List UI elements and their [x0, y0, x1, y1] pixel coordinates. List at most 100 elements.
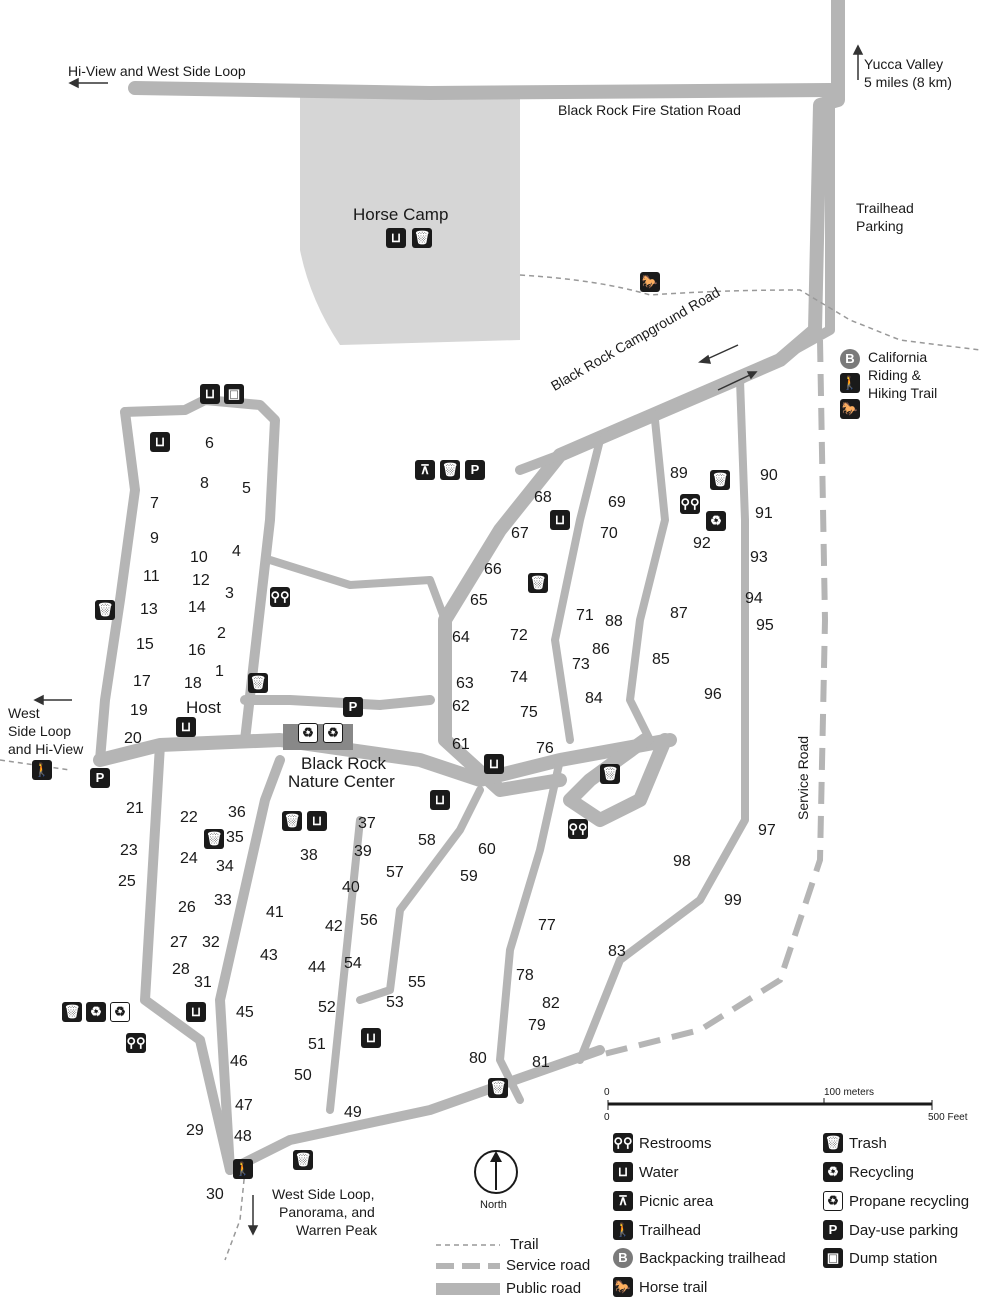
trash-icon: 🗑: [204, 829, 224, 849]
campsite-4: 4: [232, 543, 241, 560]
water-icon: ⊔: [186, 1002, 206, 1022]
horse-camp-label: Horse Camp: [353, 205, 449, 224]
crht-label-2: Riding &: [868, 367, 921, 383]
campsite-95: 95: [756, 617, 774, 634]
campsite-22: 22: [180, 809, 198, 826]
west-label-3: and Hi-View: [8, 741, 84, 757]
trash-icon: 🗑: [412, 228, 432, 248]
campsite-91: 91: [755, 505, 773, 522]
campsite-75: 75: [520, 704, 538, 721]
water-icon: ⊔: [150, 432, 170, 452]
campsite-71: 71: [576, 607, 594, 624]
restroom-icon: ⚲⚲: [568, 819, 588, 839]
picnic-icon: ⊼: [415, 460, 435, 480]
campsite-35: 35: [226, 829, 244, 846]
campsite-38: 38: [300, 847, 318, 864]
horse-trail-icon: 🐎: [640, 272, 660, 292]
water-icon: ⊔: [307, 811, 327, 831]
crht-label-3: Hiking Trail: [868, 385, 938, 401]
campsite-16: 16: [188, 642, 206, 659]
legend-trailhead: Trailhead: [639, 1221, 701, 1239]
campsite-26: 26: [178, 899, 196, 916]
campsite-10: 10: [190, 549, 208, 566]
parking-icon: P: [465, 460, 485, 480]
parking-icon: P: [90, 768, 110, 788]
trash-icon: 🗑: [600, 764, 620, 784]
trash-icon: 🗑: [248, 673, 268, 693]
campsite-65: 65: [470, 592, 488, 609]
campsite-20: 20: [124, 730, 142, 747]
hiker-icon: 🚶: [32, 760, 52, 780]
campsite-17: 17: [133, 673, 151, 690]
propane-recycling-icon: ♻: [823, 1191, 843, 1211]
propane-recycling-icon: ♻: [110, 1002, 130, 1022]
campsite-70: 70: [600, 525, 618, 542]
dump-station-icon: ▣: [823, 1248, 843, 1268]
fire-station-road-label: Black Rock Fire Station Road: [558, 102, 741, 118]
trash-icon: 🗑: [95, 600, 115, 620]
campsite-55: 55: [408, 974, 426, 991]
campsite-54: 54: [344, 955, 362, 972]
restroom-icon: ⚲⚲: [126, 1033, 146, 1053]
campsite-61: 61: [452, 736, 470, 753]
water-icon: ⊔: [613, 1162, 633, 1182]
picnic-icon: ⊼: [613, 1191, 633, 1211]
trash-icon: 🗑: [528, 573, 548, 593]
campsite-90: 90: [760, 467, 778, 484]
hiker-icon: 🚶: [840, 373, 860, 393]
campsite-8: 8: [200, 475, 209, 492]
campsite-42: 42: [325, 918, 343, 935]
trash-icon: 🗑: [282, 811, 302, 831]
campsite-24: 24: [180, 850, 198, 867]
campsite-98: 98: [673, 853, 691, 870]
south-label-2: Panorama, and: [279, 1204, 375, 1220]
dump-station-icon: ▣: [224, 384, 244, 404]
west-label-2: Side Loop: [8, 723, 72, 739]
campsite-63: 63: [456, 675, 474, 692]
yucca-distance-label: 5 miles (8 km): [864, 74, 952, 90]
trails: [0, 274, 981, 1261]
water-icon: ⊔: [484, 754, 504, 774]
campsite-86: 86: [592, 641, 610, 658]
campsite-69: 69: [608, 494, 626, 511]
trailhead-parking-label: Trailhead: [856, 200, 914, 216]
restroom-icon: ⚲⚲: [680, 494, 700, 514]
scale-m100: 100 meters: [824, 1087, 875, 1098]
campsite-33: 33: [214, 892, 232, 909]
campsite-9: 9: [150, 530, 159, 547]
campsite-77: 77: [538, 917, 556, 934]
legend-recycling: Recycling: [849, 1163, 915, 1181]
campsite-15: 15: [136, 636, 154, 653]
campsite-99: 99: [724, 892, 742, 909]
campsite-37: 37: [358, 815, 376, 832]
scale-m0: 0: [604, 1087, 610, 1098]
hiker-icon: 🚶: [233, 1159, 253, 1179]
campsite-29: 29: [186, 1122, 204, 1139]
campsite-13: 13: [140, 601, 158, 618]
campsite-92: 92: [693, 535, 711, 552]
campsite-23: 23: [120, 842, 138, 859]
campsite-57: 57: [386, 864, 404, 881]
recycling-icon: ♻: [86, 1002, 106, 1022]
campsite-19: 19: [130, 702, 148, 719]
south-label-3: Warren Peak: [296, 1222, 378, 1238]
campsite-2: 2: [217, 625, 226, 642]
restroom-icon: ⚲⚲: [270, 587, 290, 607]
legend-propane: Propane recycling: [849, 1192, 970, 1210]
campsite-14: 14: [188, 599, 206, 616]
trash-icon: 🗑: [440, 460, 460, 480]
south-label-1: West Side Loop,: [272, 1186, 375, 1202]
legend-trail: Trail: [510, 1236, 539, 1253]
campsite-82: 82: [542, 995, 560, 1012]
trash-icon: 🗑: [823, 1133, 843, 1153]
legend-trash: Trash: [849, 1134, 887, 1152]
campsite-60: 60: [478, 841, 496, 858]
campsite-1: 1: [215, 663, 224, 680]
trash-icon: 🗑: [293, 1150, 313, 1170]
campsite-53: 53: [386, 994, 404, 1011]
campsite-85: 85: [652, 651, 670, 668]
legend-water: Water: [639, 1163, 679, 1181]
crht-label-1: California: [868, 349, 928, 365]
direction-arrows: [33, 44, 864, 1236]
campsite-96: 96: [704, 686, 722, 703]
